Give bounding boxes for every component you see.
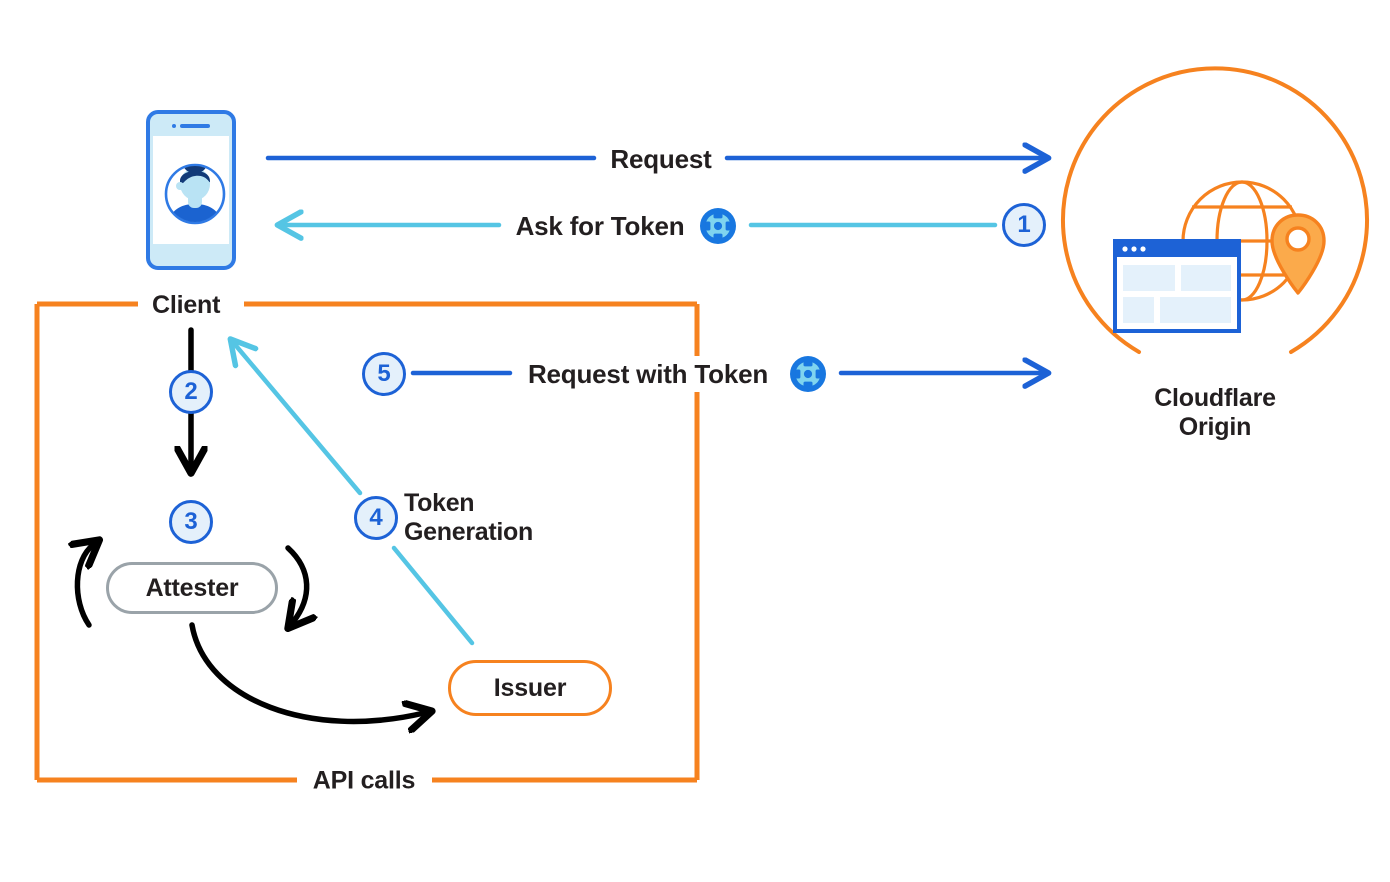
phone-speaker-icon xyxy=(172,124,210,128)
user-avatar-icon xyxy=(164,163,226,225)
flow-label-request: Request xyxy=(600,143,722,175)
issuer-node[interactable]: Issuer xyxy=(448,660,612,716)
step-number-1: 1 xyxy=(1002,203,1046,247)
attester-to-issuer-arrow xyxy=(189,622,424,721)
phone-screen xyxy=(153,136,229,244)
api-calls-label: API calls xyxy=(298,766,430,796)
attester-loop-left-arrow xyxy=(77,545,93,628)
step-number-2: 2 xyxy=(169,370,213,414)
step-label-token-generation: Token Generation xyxy=(404,489,533,547)
flow-issuer-to-client-arrow xyxy=(232,341,475,646)
attester-node[interactable]: Attester xyxy=(106,562,278,614)
step-number-5: 5 xyxy=(362,352,406,396)
client-label: Client xyxy=(152,291,221,319)
flow-label-request-with-token: Request with Token xyxy=(517,358,779,390)
origin-label-line-1: Cloudflare xyxy=(1154,384,1276,412)
token-generation-line-1: Token xyxy=(404,489,475,517)
token-icon xyxy=(790,356,826,392)
api-calls-group-box xyxy=(34,301,700,783)
token-icon xyxy=(700,208,736,244)
step-number-4: 4 xyxy=(354,496,398,540)
token-generation-line-2: Generation xyxy=(404,518,533,546)
attester-loop-right-arrow xyxy=(288,545,307,622)
origin-circle-arc xyxy=(1061,66,1369,354)
step-number-3: 3 xyxy=(169,500,213,544)
flow-label-ask-for-token: Ask for Token xyxy=(505,210,695,242)
browser-window-icon xyxy=(1113,239,1241,333)
map-pin-icon xyxy=(1270,213,1326,295)
origin-graphic xyxy=(1113,180,1326,333)
origin-label-line-2: Origin xyxy=(1178,413,1252,441)
mobile-phone-icon xyxy=(146,110,236,270)
origin-label: Cloudflare Origin xyxy=(1154,384,1276,442)
